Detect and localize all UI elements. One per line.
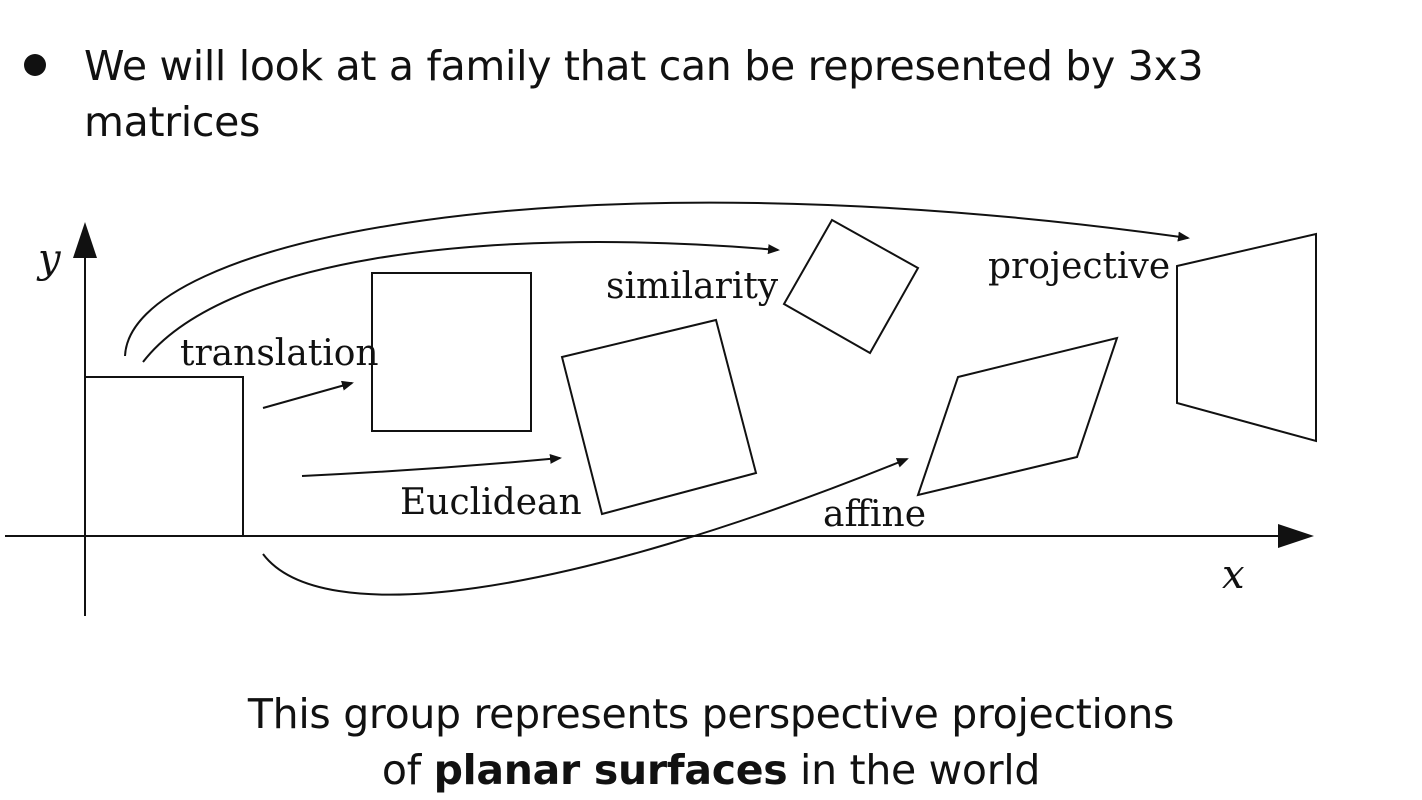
affine-arrow	[262, 458, 909, 596]
bullet-text: We will look at a family that can be rep…	[84, 42, 1204, 146]
axis-x-label: x	[1222, 552, 1245, 598]
label-affine: affine	[823, 494, 926, 535]
label-projective: projective	[988, 246, 1170, 287]
caption: This group represents perspective projec…	[0, 686, 1422, 798]
caption-prefix: of	[381, 746, 434, 794]
label-similarity: similarity	[606, 266, 779, 307]
affine-parallelogram	[916, 336, 1119, 497]
similarity-arrow	[142, 241, 780, 363]
y-axis-arrow-icon	[73, 222, 97, 258]
transformation-diagram: x y translation Euclidean similarity aff…	[5, 201, 1317, 616]
translated-square	[371, 272, 532, 432]
caption-line-2: of planar surfaces in the world	[0, 742, 1422, 798]
label-translation: translation	[180, 333, 379, 374]
projective-arrow	[124, 201, 1190, 357]
euclidean-arrow	[301, 453, 562, 477]
label-euclidean: Euclidean	[400, 482, 582, 523]
caption-bold-phrase: planar surfaces	[433, 746, 788, 794]
axis-y-label: y	[36, 236, 62, 282]
similarity-square	[782, 218, 920, 355]
euclidean-square	[560, 318, 758, 516]
caption-suffix: in the world	[787, 746, 1041, 794]
caption-line-1: This group represents perspective projec…	[247, 690, 1175, 738]
original-square	[84, 376, 244, 537]
translation-arrow	[262, 380, 354, 409]
x-axis-arrow-icon	[1278, 524, 1314, 548]
projective-quad	[1176, 232, 1317, 443]
bullet-icon	[24, 54, 46, 76]
